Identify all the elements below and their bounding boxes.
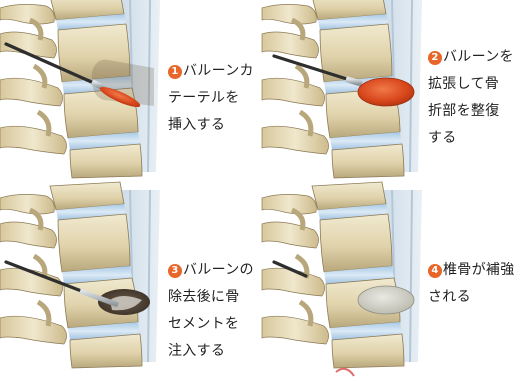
- step-3-text-2: 除去後に骨: [168, 284, 254, 311]
- step-2-number-badge: 2: [428, 51, 442, 65]
- step-3-text-3: セメントを: [168, 311, 254, 338]
- bone-cement: [358, 286, 414, 314]
- step-2-text-1: バルーンを: [443, 49, 514, 65]
- step-1-text-2: テーテルを: [168, 85, 254, 112]
- illustration-step-4: [262, 182, 422, 376]
- step-2-text-3: 折部を整復: [428, 98, 514, 125]
- illustration-step-3: [0, 182, 160, 368]
- step-1-number-badge: 1: [168, 65, 182, 79]
- step-1-text-1: バルーンカ: [183, 63, 254, 79]
- step-3-number-badge: 3: [168, 264, 182, 278]
- illustration-step-2: [262, 0, 422, 178]
- step-1-text-3: 挿入する: [168, 112, 254, 139]
- step-3-text-1: バルーンの: [183, 262, 254, 278]
- step-4-text-2: される: [428, 284, 515, 311]
- inflated-balloon: [358, 78, 414, 106]
- step-4-number-badge: 4: [428, 264, 442, 278]
- step-2-text-2: 拡張して骨: [428, 71, 514, 98]
- incision-mark: [336, 369, 354, 376]
- step-3-text-4: 注入する: [168, 338, 254, 365]
- illustration-step-1: [0, 0, 160, 178]
- step-2-text-4: する: [428, 125, 514, 152]
- step-4-text-1: 椎骨が補強: [443, 262, 515, 278]
